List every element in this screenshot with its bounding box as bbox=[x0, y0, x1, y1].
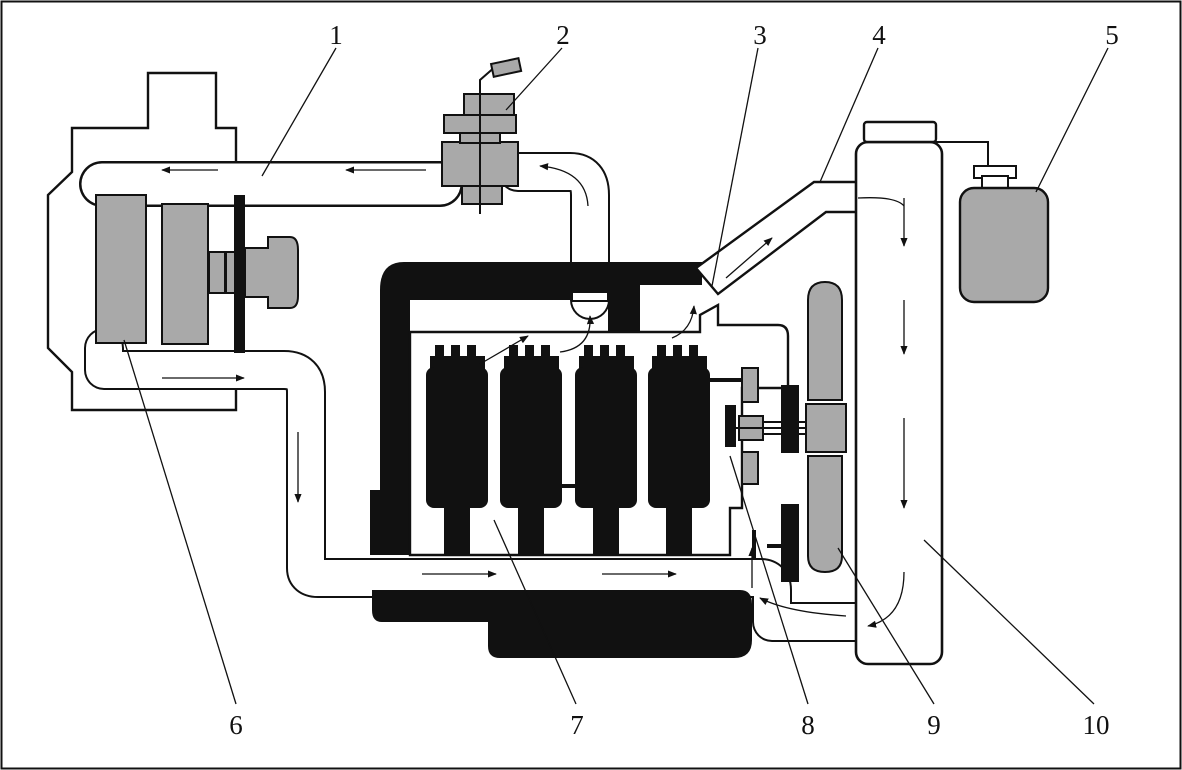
oil-pan bbox=[372, 590, 752, 658]
heater-core bbox=[95, 194, 147, 344]
leader-9 bbox=[837, 547, 935, 705]
leader-3 bbox=[711, 47, 759, 287]
cylinder bbox=[426, 345, 488, 555]
leader-8 bbox=[729, 455, 809, 705]
callout-2: 2 bbox=[556, 20, 570, 50]
fan-shaft-flange bbox=[781, 385, 799, 453]
upper-radiator-hose bbox=[694, 180, 862, 296]
radiator-cap bbox=[862, 120, 938, 144]
cooling-fan bbox=[752, 280, 847, 582]
cylinder-bank bbox=[426, 345, 742, 555]
leader-5 bbox=[1035, 47, 1109, 193]
riser-coupling bbox=[571, 291, 609, 302]
callout-9: 9 bbox=[927, 710, 941, 740]
fan-blade-upper bbox=[807, 280, 843, 401]
thermostat-sensor bbox=[489, 57, 523, 78]
leader-7 bbox=[493, 519, 577, 705]
cylinder bbox=[648, 345, 710, 555]
callout-3: 3 bbox=[753, 20, 767, 50]
callout-8: 8 bbox=[801, 710, 815, 740]
fan-hub bbox=[805, 403, 847, 453]
heater-matrix bbox=[161, 203, 209, 345]
cab-heater bbox=[95, 194, 299, 353]
heater-divider bbox=[234, 195, 245, 353]
cylinder bbox=[500, 345, 562, 555]
callout-5: 5 bbox=[1105, 20, 1119, 50]
thermostat bbox=[441, 57, 523, 214]
callout-numbers: 1 2 3 4 5 6 7 8 9 10 bbox=[229, 20, 1119, 740]
cylinder bbox=[575, 345, 637, 555]
overflow-tube bbox=[936, 141, 989, 168]
callout-4: 4 bbox=[872, 20, 886, 50]
leader-6 bbox=[123, 339, 237, 705]
cylinder-link bbox=[710, 378, 742, 382]
callout-6: 6 bbox=[229, 710, 243, 740]
blower-motor bbox=[244, 236, 299, 309]
callout-10: 10 bbox=[1083, 710, 1110, 740]
leader-10 bbox=[923, 539, 1095, 705]
callout-7: 7 bbox=[570, 710, 584, 740]
flow-arrows bbox=[161, 163, 908, 628]
water-pump bbox=[725, 367, 806, 485]
callout-1: 1 bbox=[329, 20, 343, 50]
radiator bbox=[854, 140, 944, 666]
leader-4 bbox=[819, 47, 879, 183]
leader-lines bbox=[123, 47, 1109, 705]
cylinder-link bbox=[562, 484, 576, 488]
leader-2 bbox=[505, 47, 563, 111]
fan-blade-lower bbox=[807, 455, 843, 574]
expansion-tank bbox=[958, 186, 1050, 304]
engine-block-housing bbox=[370, 262, 702, 555]
leader-1 bbox=[261, 47, 337, 177]
